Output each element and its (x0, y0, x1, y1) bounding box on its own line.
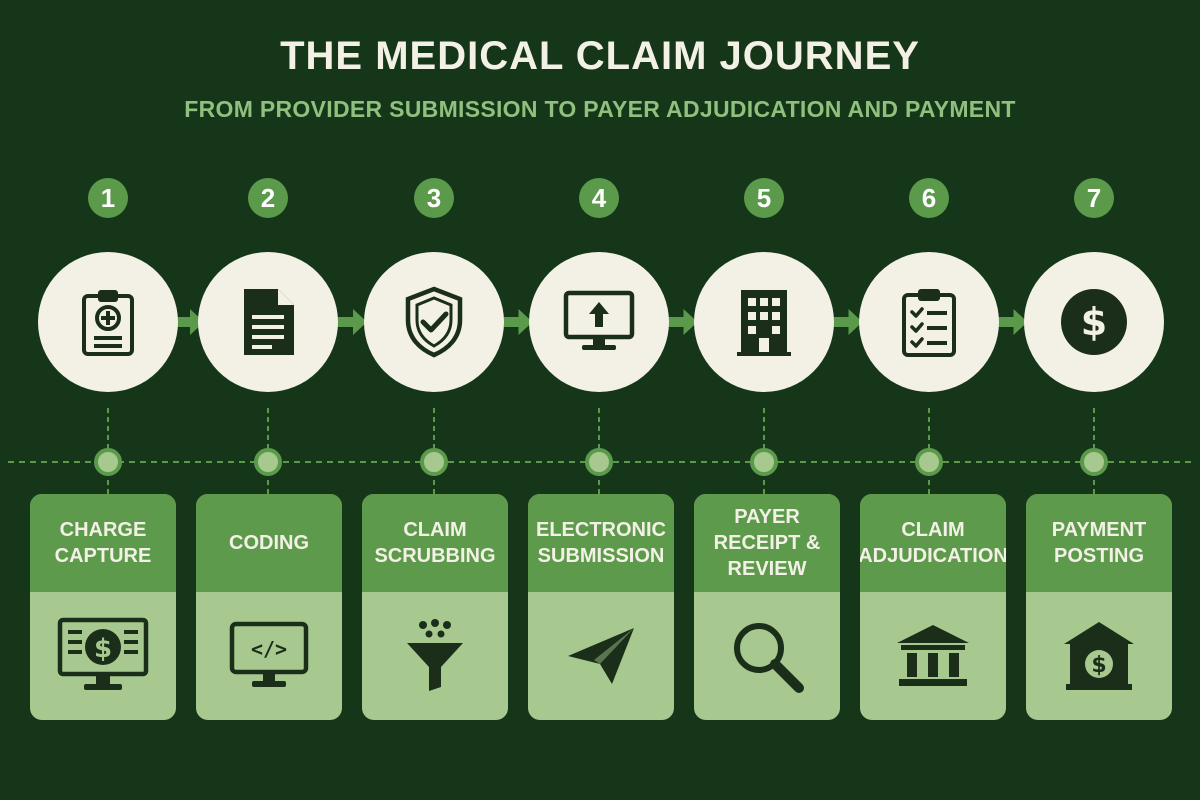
step-number-badge: 5 (744, 178, 784, 218)
flow-arrow-icon (667, 309, 698, 335)
step-icon-circle (364, 252, 504, 392)
clipboard-medical-icon (76, 286, 140, 358)
step-number-badge: 4 (579, 178, 619, 218)
paper-plane-icon (564, 624, 638, 688)
timeline-node (420, 448, 448, 476)
timeline-node (585, 448, 613, 476)
step-card-header: CODING (196, 494, 342, 592)
monitor-dollar-icon: $ (56, 616, 150, 696)
step-label-line: PAYMENT (1051, 519, 1147, 541)
step-label-line: REVIEW (727, 558, 807, 580)
step-card: CODING </> (196, 494, 342, 720)
step-icon-circle (198, 252, 338, 392)
step-card: CHARGE CAPTURE $ (30, 494, 176, 720)
timeline-node (750, 448, 778, 476)
step-card: ELECTRONIC SUBMISSION (528, 494, 674, 720)
building-icon (735, 286, 793, 358)
step-card: PAYER RECEIPT & REVIEW (694, 494, 840, 720)
step-card-body: $ (1026, 592, 1172, 720)
step-number-badge: 7 (1074, 178, 1114, 218)
bank-icon (895, 623, 971, 689)
step-card: CLAIM ADJUDICATION (860, 494, 1006, 720)
step-icon-circle (694, 252, 834, 392)
step-icon-circle (38, 252, 178, 392)
step-icon-circle: $ (1024, 252, 1164, 392)
flow-arrow-icon (997, 309, 1028, 335)
shield-check-icon (403, 286, 465, 358)
step-card-header: CLAIM ADJUDICATION (860, 494, 1006, 592)
step-card-body (860, 592, 1006, 720)
monitor-upload-icon (562, 289, 636, 355)
funnel-icon (403, 619, 467, 693)
timeline-node (94, 448, 122, 476)
timeline-node (1080, 448, 1108, 476)
step-card-body (694, 592, 840, 720)
step-label-line: RECEIPT & (713, 532, 821, 554)
step-number-badge: 6 (909, 178, 949, 218)
step-label-line: SCRUBBING (374, 545, 496, 567)
document-icon (240, 287, 296, 357)
bank-dollar-icon: $ (1062, 620, 1136, 692)
step-label-line: CLAIM (403, 519, 467, 541)
dollar-coin-icon: $ (1059, 287, 1129, 357)
flow-arrow-icon (502, 309, 533, 335)
step-label-line: ELECTRONIC (536, 519, 666, 541)
step-card-body: </> (196, 592, 342, 720)
flow-arrow-icon (337, 309, 367, 335)
svg-text:$: $ (1091, 653, 1106, 678)
step-label-line: SUBMISSION (537, 545, 665, 567)
step-card-header: PAYMENT POSTING (1026, 494, 1172, 592)
step-label-line: ADJUDICATION (860, 545, 1006, 567)
step-label-line: POSTING (1053, 545, 1144, 567)
monitor-code-icon: </> (228, 620, 310, 692)
step-label-line: CODING (229, 532, 309, 554)
step-number-badge: 1 (88, 178, 128, 218)
step-card-header: CHARGE CAPTURE (30, 494, 176, 592)
step-number-badge: 3 (414, 178, 454, 218)
page-subtitle: FROM PROVIDER SUBMISSION TO PAYER ADJUDI… (184, 96, 1016, 122)
clipboard-checklist-icon (898, 285, 960, 359)
step-card-header: PAYER RECEIPT & REVIEW (694, 494, 840, 592)
step-card-body (362, 592, 508, 720)
step-label-line: CAPTURE (54, 545, 152, 567)
svg-text:$: $ (94, 634, 112, 664)
step-number-badge: 2 (248, 178, 288, 218)
timeline-node (254, 448, 282, 476)
flow-arrow-icon (832, 309, 863, 335)
step-icon-circle (859, 252, 999, 392)
step-card-body (528, 592, 674, 720)
svg-text:$: $ (1081, 300, 1107, 344)
timeline-node (915, 448, 943, 476)
flow-arrow-icon (174, 309, 204, 335)
step-label-line: CLAIM (901, 519, 965, 541)
step-card-body: $ (30, 592, 176, 720)
step-card-header: ELECTRONIC SUBMISSION (528, 494, 674, 592)
step-card: PAYMENT POSTING $ (1026, 494, 1172, 720)
svg-text:</>: </> (251, 637, 287, 661)
step-card-header: CLAIM SCRUBBING (362, 494, 508, 592)
step-label-line: PAYER (734, 506, 800, 528)
magnifier-icon (727, 616, 807, 696)
step-icon-circle (529, 252, 669, 392)
step-label-line: CHARGE (59, 519, 147, 541)
page-title: THE MEDICAL CLAIM JOURNEY (280, 34, 920, 78)
step-card: CLAIM SCRUBBING (362, 494, 508, 720)
